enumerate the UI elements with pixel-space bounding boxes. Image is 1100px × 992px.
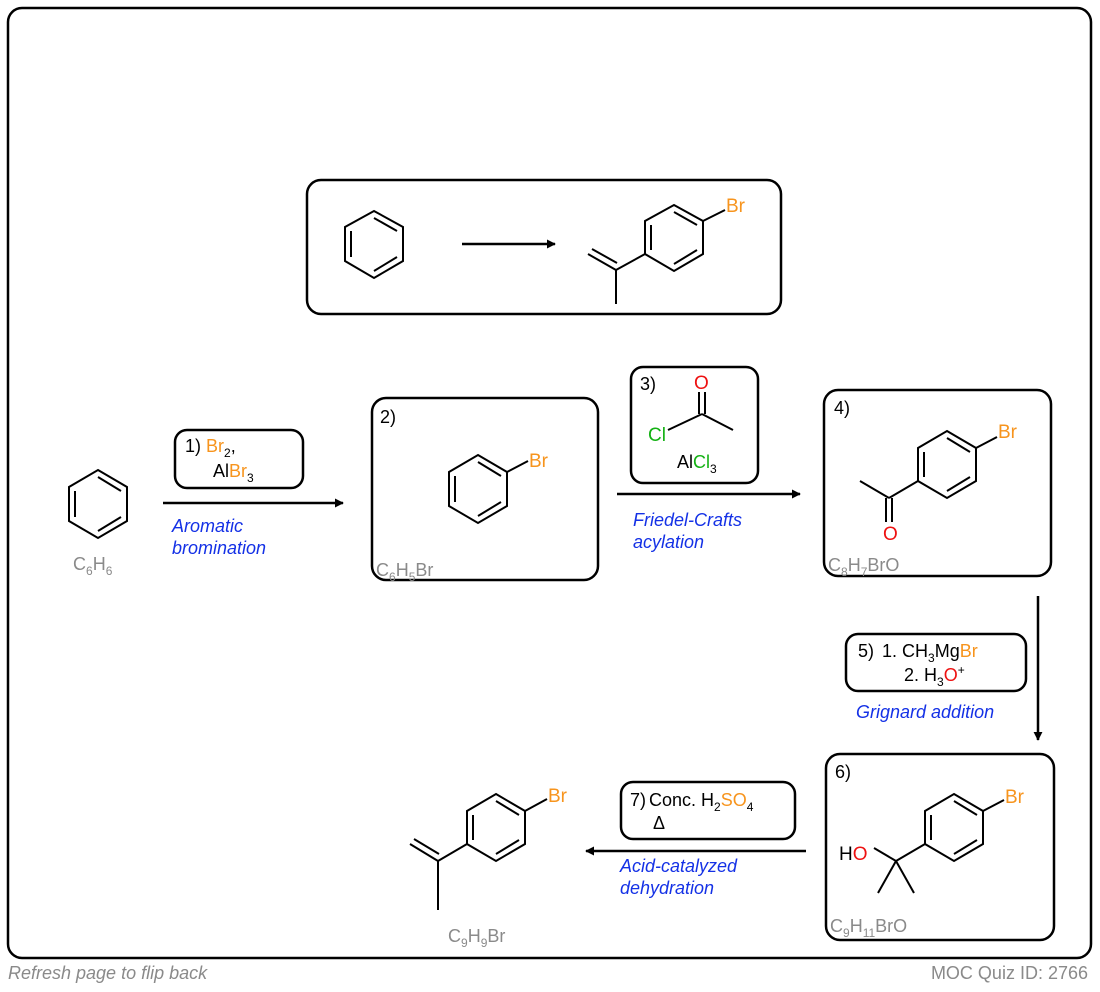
quiz-id: MOC Quiz ID: 2766 (930, 963, 1088, 983)
product-structure-overview (587, 203, 726, 304)
step3-lewis-acid: AlCl3 (677, 452, 717, 476)
chlorine-label-step3: Cl (648, 425, 666, 446)
formula-c9h11bro: C9H11BrO (830, 916, 907, 940)
benzene-structure (68, 468, 128, 540)
bromine-label-step6: Br (1005, 787, 1025, 808)
benzene-structure-overview (344, 209, 404, 280)
bromoacetophenone-structure (859, 429, 998, 522)
refresh-hint: Refresh page to flip back (8, 963, 208, 983)
step7-reagent-line2: Δ (653, 813, 665, 833)
step5-reagent-box (844, 632, 1028, 693)
bromobenzene-structure (448, 453, 529, 525)
step6-number: 6) (835, 762, 851, 782)
outer-card (6, 6, 1093, 960)
formula-c8h7bro: C8H7BrO (828, 555, 899, 579)
step2-number: 2) (380, 407, 396, 427)
step1-reagent-box (173, 428, 305, 490)
tertiary-alcohol-structure (873, 792, 1005, 894)
formula-c6h6: C6H6 (73, 554, 113, 578)
step7-reagent-line1: 7)Conc. H2SO4 (630, 790, 754, 814)
step5-reagent-line1: 5)1. CH3MgBr (858, 641, 978, 665)
bromine-label-step4: Br (998, 422, 1018, 443)
step3-reagent-box (629, 365, 760, 485)
formula-c6h5br: C6H5Br (376, 560, 433, 584)
bromine-label-overview: Br (726, 196, 746, 217)
final-product-structure (409, 792, 548, 910)
bromine-label-step2: Br (529, 451, 549, 472)
step5-reagent-line2: 2. H3O+ (904, 663, 965, 689)
bromine-label-product: Br (548, 786, 568, 807)
step3-number: 3) (640, 374, 656, 394)
hydroxyl-label-step6: HO (839, 844, 868, 865)
step6-box (824, 752, 1056, 942)
formula-c9h9br: C9H9Br (448, 926, 505, 950)
oxygen-label-step4: O (883, 524, 898, 545)
step7-reagent-box (619, 780, 797, 841)
step5-note: Grignard addition (856, 702, 994, 722)
step2-box (370, 396, 600, 582)
overview-box (305, 178, 783, 316)
step4-number: 4) (834, 398, 850, 418)
step1-reagent-line1: 1)Br2, (185, 436, 236, 460)
acetyl-chloride-structure (667, 392, 734, 431)
oxygen-label-step3: O (694, 373, 709, 394)
step1-reagent-line2: AlBr3 (213, 461, 254, 485)
step4-box (822, 388, 1053, 578)
